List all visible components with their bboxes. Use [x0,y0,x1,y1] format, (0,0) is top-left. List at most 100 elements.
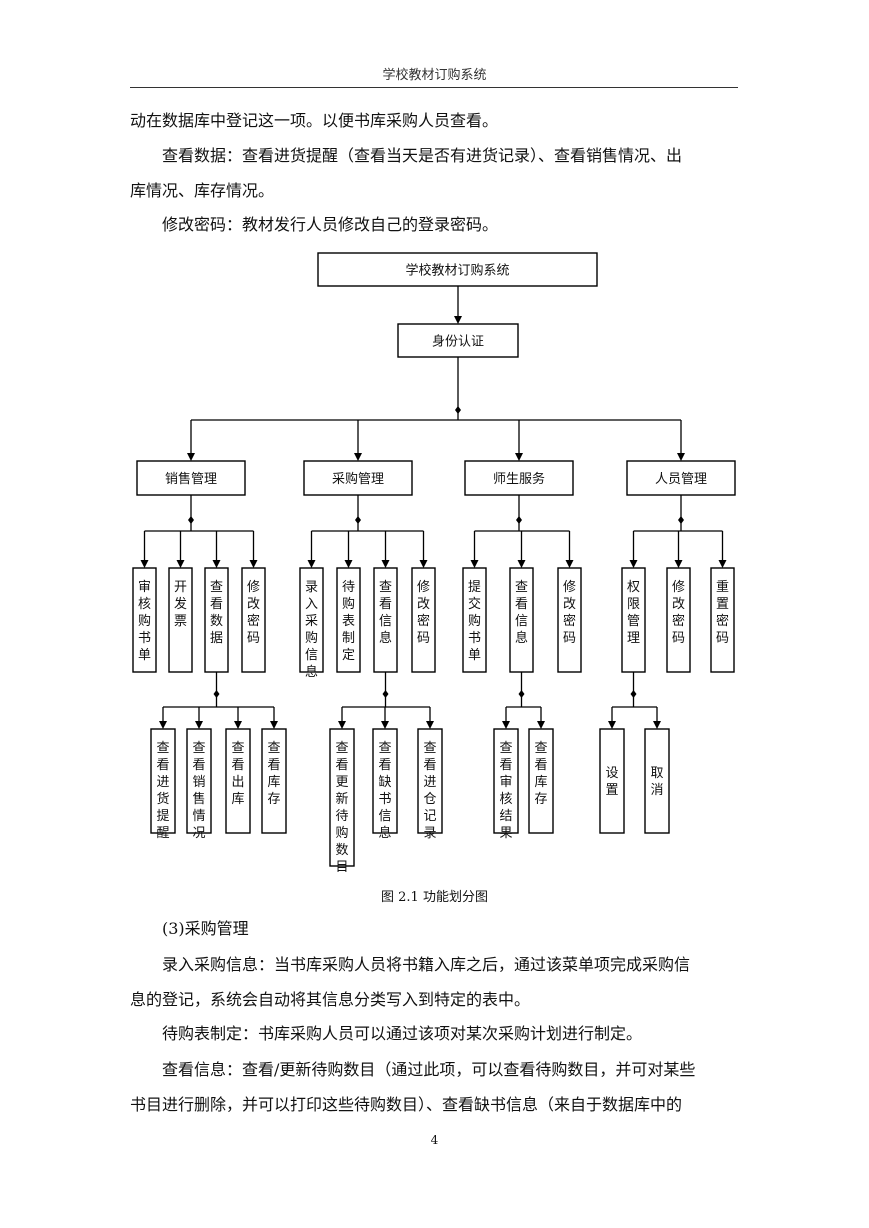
subfunction-1-4: 查看库存 [261,728,287,834]
function-2-2: 待购表制定 [336,567,361,673]
arrow-head [381,721,389,729]
function-4-2: 修改密码 [666,567,691,673]
paragraph: 录入采购信息：当书库采购人员将书籍入库之后，通过该菜单项完成采购信 [162,955,691,974]
arrow-head [677,453,685,461]
subfunction-3-1-frame [493,728,519,834]
module-3-label: 师生服务 [493,471,545,487]
module-1-frame [136,460,246,496]
arrow-head [426,721,434,729]
arrow-head [419,560,428,568]
arrow-head [195,721,203,729]
paragraph: 待购表制定：书库采购人员可以通过该项对某次采购计划进行制定。 [162,1024,643,1043]
figure-caption: 图 2.1 功能划分图 [381,890,488,905]
arrow-head [565,560,574,568]
arrow-head [338,721,346,729]
function-1-1: 审核购书单 [132,567,157,673]
module-1: 销售管理 [136,460,246,496]
function-1-4: 修改密码 [241,567,266,673]
paragraph: 动在数据库中登记这一项。以便书库采购人员查看。 [130,111,499,130]
arrow-head [653,721,661,729]
function-2-3-label: 查看信息 [379,580,392,646]
subfunction-1-4-label: 查看库存 [267,741,280,807]
module-2-frame [303,460,413,496]
subfunction-3-2: 查看库存 [528,728,554,834]
paragraph: 查看数据：查看进货提醒（查看当天是否有进货记录）、查看销售情况、出 [162,146,683,165]
function-2-4-label: 修改密码 [417,580,430,646]
module-3-frame [464,460,574,496]
root-node: 学校教材订购系统 [317,252,598,287]
subfunction-4-1: 设置 [599,728,625,834]
function-2-1: 录入采购信息 [299,567,324,680]
function-2-2-label: 待购表制定 [342,580,355,663]
arrow-head [537,721,545,729]
function-1-1-label: 审核购书单 [138,580,151,663]
junction-dot [516,516,522,524]
root-node-label: 学校教材订购系统 [405,263,509,279]
function-4-3-label: 重置密码 [716,579,729,646]
subfunction-1-4-frame [261,728,287,834]
subfunction-2-3-label: 查看进仓记录 [423,741,436,841]
paragraph: 书目进行删除，并可以打印这些待购数目）、查看缺书信息（来自于数据库中的 [130,1095,683,1114]
function-3-3: 修改密码 [557,567,582,673]
function-1-2: 开发票 [168,567,193,673]
subfunction-2-2: 查看缺书信息 [372,728,398,841]
arrow-head [515,453,523,461]
function-4-2-frame [666,567,691,673]
arrow-head [159,721,167,729]
module-4: 人员管理 [626,460,736,496]
function-4-3: 重置密码 [710,567,735,673]
function-1-1-frame [132,567,157,673]
function-2-1-label: 录入采购信息 [305,580,318,680]
function-3-2-label: 查看信息 [515,580,528,646]
page-header: 学校教材订购系统 [382,68,487,83]
junction-dot [188,516,194,524]
subfunction-frame [599,728,625,834]
subfunction-1-1-frame [150,728,176,834]
header-rule [130,87,738,88]
subfunction-3-1: 查看审核结果 [493,728,519,841]
function-1-2-frame [168,567,193,673]
junction-dot [355,516,361,524]
function-2-4-frame [411,567,436,673]
junction-dot [678,516,684,524]
function-3-3-frame [557,567,582,673]
module-3: 师生服务 [464,460,574,496]
subfunction-2-3: 查看进仓记录 [417,728,443,841]
subfunction-4-2: 取消 [644,728,670,834]
function-3-1-label: 提交购书单 [468,579,481,663]
arrow-head [354,453,362,461]
function-3-3-label: 修改密码 [563,580,576,646]
arrow-head [212,560,221,568]
subfunction-2-1: 查看更新待购数目 [329,728,355,875]
arrow-head [307,560,316,568]
subfunction-2-2-frame [372,728,398,834]
function-4-3-frame [710,567,735,673]
function-2-1-frame [299,567,324,673]
arrow-head [187,453,195,461]
junction-dot [630,690,637,698]
arrow-head [674,560,683,568]
function-3-1: 提交购书单 [462,567,487,673]
subfunction-1-1-label: 查看进货提醒 [156,741,169,841]
subfunction-1-1: 查看进货提醒 [150,728,176,841]
arrow-head [517,560,526,568]
function-2-4: 修改密码 [411,567,436,673]
function-4-1: 权限管理 [621,567,646,673]
arrow-head [608,721,616,729]
module-2: 采购管理 [303,460,413,496]
arrow-head [234,721,242,729]
function-2-2-frame [336,567,361,673]
module-1-label: 销售管理 [165,471,217,487]
arrow-head [629,560,638,568]
arrow-head [718,560,727,568]
paragraph: 修改密码：教材发行人员修改自己的登录密码。 [162,215,499,234]
arrow-head [470,560,479,568]
function-2-3: 查看信息 [373,567,398,673]
module-4-frame [626,460,736,496]
module-2-label: 采购管理 [332,471,384,487]
function-1-3: 查看数据 [204,567,229,673]
paragraph: 库情况、库存情况。 [130,181,275,200]
subfunction-label: 取消 [650,766,663,798]
subfunction-label: 设置 [605,766,618,798]
